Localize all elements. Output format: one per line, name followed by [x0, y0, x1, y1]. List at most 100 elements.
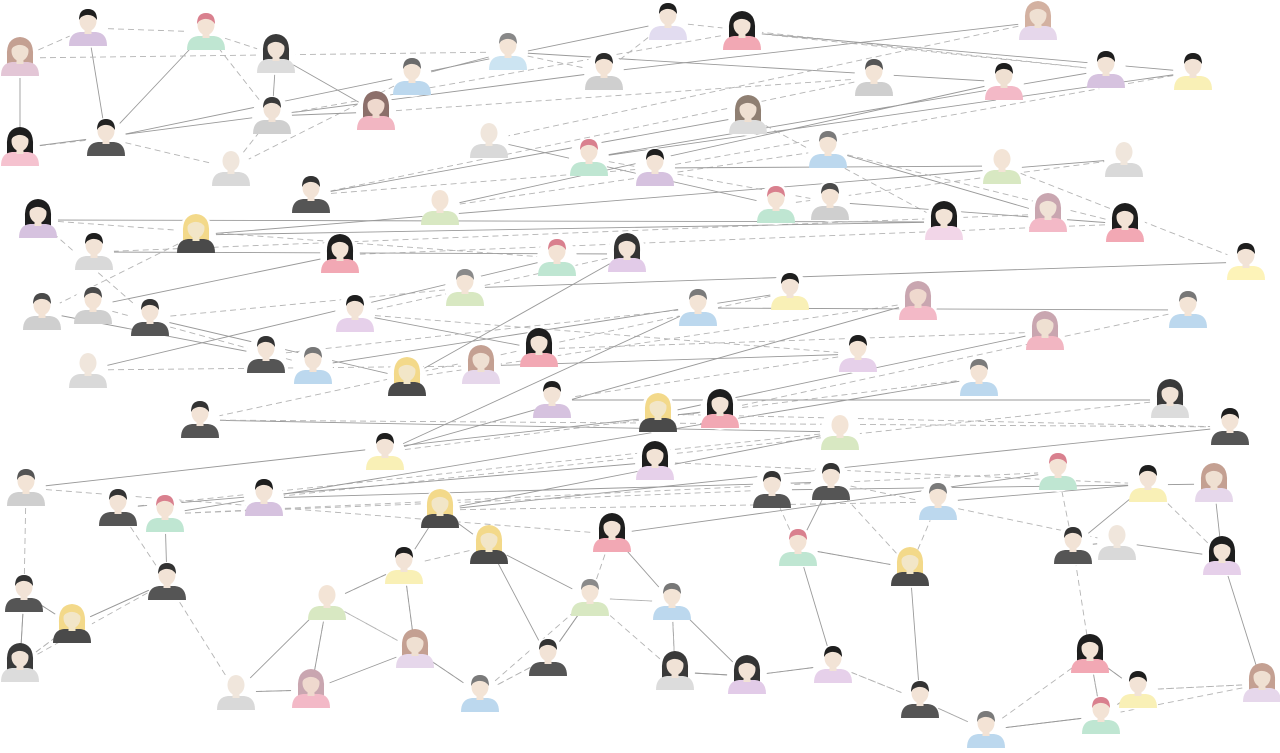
person-icon [460, 674, 500, 714]
person-icon [244, 478, 284, 518]
person-icon [808, 130, 848, 170]
connection-line [439, 501, 939, 511]
connection-line [406, 253, 628, 379]
connection-line [747, 115, 945, 223]
person-icon [1168, 290, 1208, 330]
connection-line [603, 21, 1039, 73]
person-icon [130, 298, 170, 338]
person-icon [74, 232, 114, 272]
person-icon [216, 672, 256, 712]
connection-lines [19, 21, 1263, 731]
person-icon [984, 62, 1024, 102]
connection-line [149, 287, 466, 319]
person-icon [569, 138, 609, 178]
person-icon [890, 547, 930, 588]
person-icon [256, 34, 296, 75]
person-icon [655, 651, 695, 692]
connection-line [164, 471, 1059, 515]
person-icon [1202, 536, 1242, 577]
person-icon [918, 482, 958, 522]
person-icon [6, 468, 46, 508]
person-icon [838, 334, 878, 374]
person-icon [959, 358, 999, 398]
connection-line [384, 307, 699, 453]
connection-line [105, 137, 232, 169]
connection-line [265, 307, 699, 356]
person-icon [728, 95, 768, 136]
person-icon [469, 525, 509, 566]
connection-line [985, 654, 1091, 731]
person-icon [1242, 663, 1280, 704]
connection-line [310, 167, 656, 196]
person-icon [147, 562, 187, 602]
connection-line [611, 471, 1059, 535]
person-icon [820, 412, 860, 452]
connection-line [23, 487, 27, 595]
person-icon [252, 96, 292, 136]
person-icon [854, 58, 894, 98]
person-icon [420, 187, 460, 227]
person-icon [813, 645, 853, 685]
person-icon [387, 357, 427, 398]
person-icon [528, 638, 568, 678]
person-icon [1210, 407, 1250, 447]
connection-line [263, 399, 1171, 499]
connection-line [538, 331, 1046, 350]
connection-line [719, 309, 1189, 411]
connection-line [37, 219, 945, 223]
connection-line [937, 483, 1149, 503]
person-icon [52, 604, 92, 645]
person-icon [420, 489, 460, 530]
person-icon [461, 345, 501, 386]
person-icon [532, 380, 572, 420]
person-icon [678, 288, 718, 328]
person-icon [756, 185, 796, 225]
person-icon [584, 52, 624, 92]
person-icon [1038, 452, 1078, 492]
person-icon [356, 91, 396, 132]
connection-line [741, 31, 1107, 71]
person-icon [1194, 463, 1234, 504]
connection-line [507, 51, 1005, 83]
person-icon [291, 175, 331, 215]
connection-line [384, 377, 980, 453]
person-icon [722, 11, 762, 52]
connection-line [93, 213, 1049, 253]
connection-line [195, 158, 1125, 236]
connection-line [439, 149, 829, 208]
person-icon [1105, 203, 1145, 244]
connection-line [164, 377, 980, 515]
person-icon [73, 286, 113, 326]
connection-line [588, 157, 831, 203]
connection-line [827, 149, 1126, 225]
person-icon [924, 201, 964, 242]
person-icon [810, 182, 850, 222]
person-icon [1226, 242, 1266, 282]
person-icon [638, 393, 678, 434]
person-icon [700, 389, 740, 430]
person-icon [648, 2, 688, 42]
person-icon [384, 546, 424, 586]
connection-line [1100, 683, 1263, 717]
connection-line [339, 223, 1126, 256]
person-icon [778, 528, 818, 568]
connection-line [1147, 483, 1223, 558]
connection-line [310, 115, 749, 196]
connection-line [117, 431, 841, 509]
connection-line [195, 221, 945, 236]
person-icon [982, 146, 1022, 186]
person-icon [652, 582, 692, 622]
connection-line [375, 77, 875, 113]
person-icon [1173, 52, 1213, 92]
connection-line [199, 419, 841, 433]
person-icon [145, 494, 185, 534]
connection-line [354, 253, 628, 315]
person-icon [592, 513, 632, 554]
connection-line [488, 139, 777, 206]
person-icon [727, 655, 767, 696]
connection-line [117, 461, 656, 509]
connection-line [41, 234, 197, 313]
connection-line [87, 365, 482, 371]
person-icon [1104, 139, 1144, 179]
connection-line [166, 581, 237, 693]
